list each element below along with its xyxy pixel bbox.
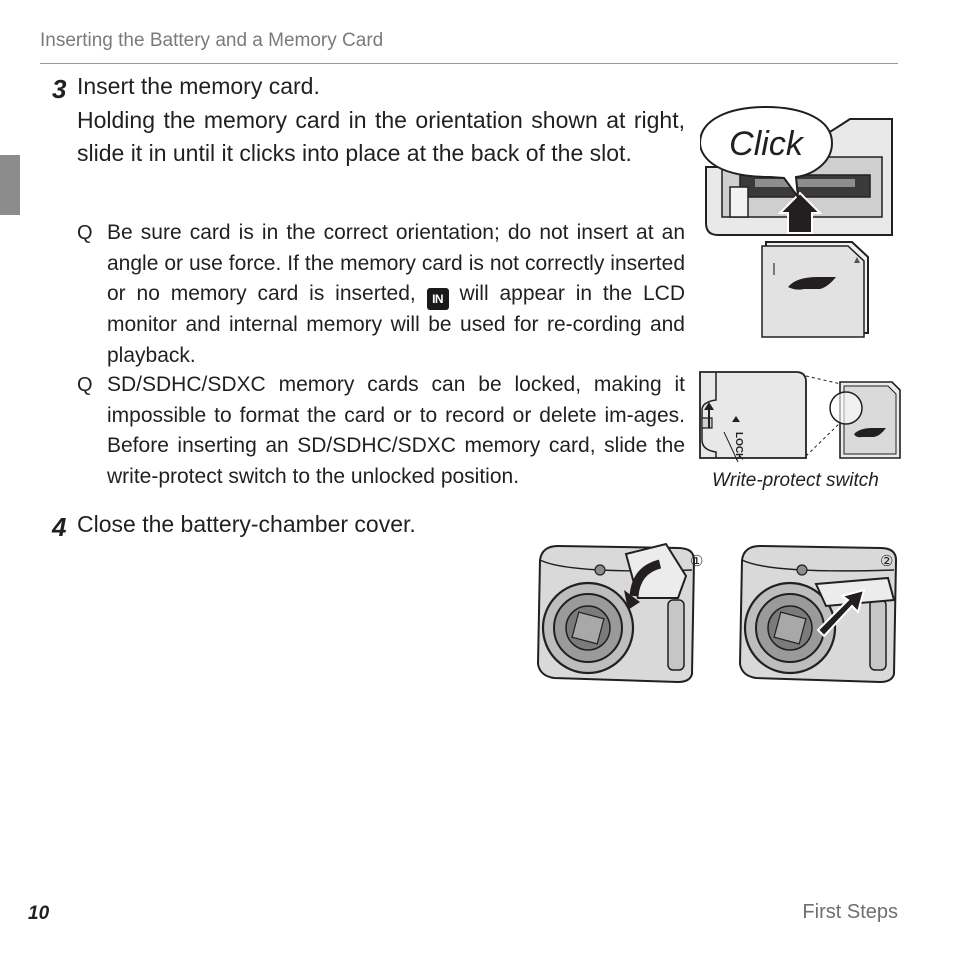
caution-icon: Q — [77, 374, 93, 396]
write-protect-figure: LOCK — [699, 371, 901, 463]
step-3-body: Holding the memory card in the orientati… — [77, 107, 685, 166]
note-write-protect: SD/SDHC/SDXC memory cards can be locked,… — [107, 373, 685, 488]
note-orientation-text-1: Be sure card is in the correct orientati… — [107, 221, 685, 305]
card-insertion-figure: Click — [700, 105, 893, 338]
caution-icon: Q — [77, 222, 93, 244]
step-4-title: Close the battery-chamber cover. — [77, 511, 416, 537]
figure-2-label: ② — [880, 553, 893, 570]
footer-section-title: First Steps — [802, 901, 898, 923]
note-orientation: Be sure card is in the correct orientati… — [107, 218, 685, 371]
sd-logo-icon — [854, 428, 886, 438]
figure-1-label: ① — [690, 553, 703, 570]
unlock-arrow-icon — [704, 402, 714, 428]
page-number: 10 — [28, 903, 50, 924]
internal-memory-icon: IN — [426, 288, 449, 310]
step-4-number: 4 — [52, 512, 67, 542]
header-divider — [40, 63, 898, 64]
chapter-tab — [0, 155, 20, 215]
running-header: Inserting the Battery and a Memory Card — [40, 30, 384, 51]
click-callout-text: Click — [729, 125, 805, 163]
close-arrow-icon — [624, 590, 640, 610]
step-3-title: Insert the memory card. — [77, 73, 320, 99]
write-protect-caption: Write-protect switch — [712, 470, 879, 491]
lock-label: LOCK — [733, 432, 744, 461]
slide-arrow-icon — [816, 588, 866, 638]
sd-logo-icon — [788, 277, 836, 290]
camera-figure-1: ① — [536, 542, 703, 684]
step-3-number: 3 — [52, 74, 67, 104]
note-orientation-text-2: will appear in the LCD monitor and inter… — [107, 282, 685, 367]
camera-figure-2: ② — [738, 544, 898, 684]
